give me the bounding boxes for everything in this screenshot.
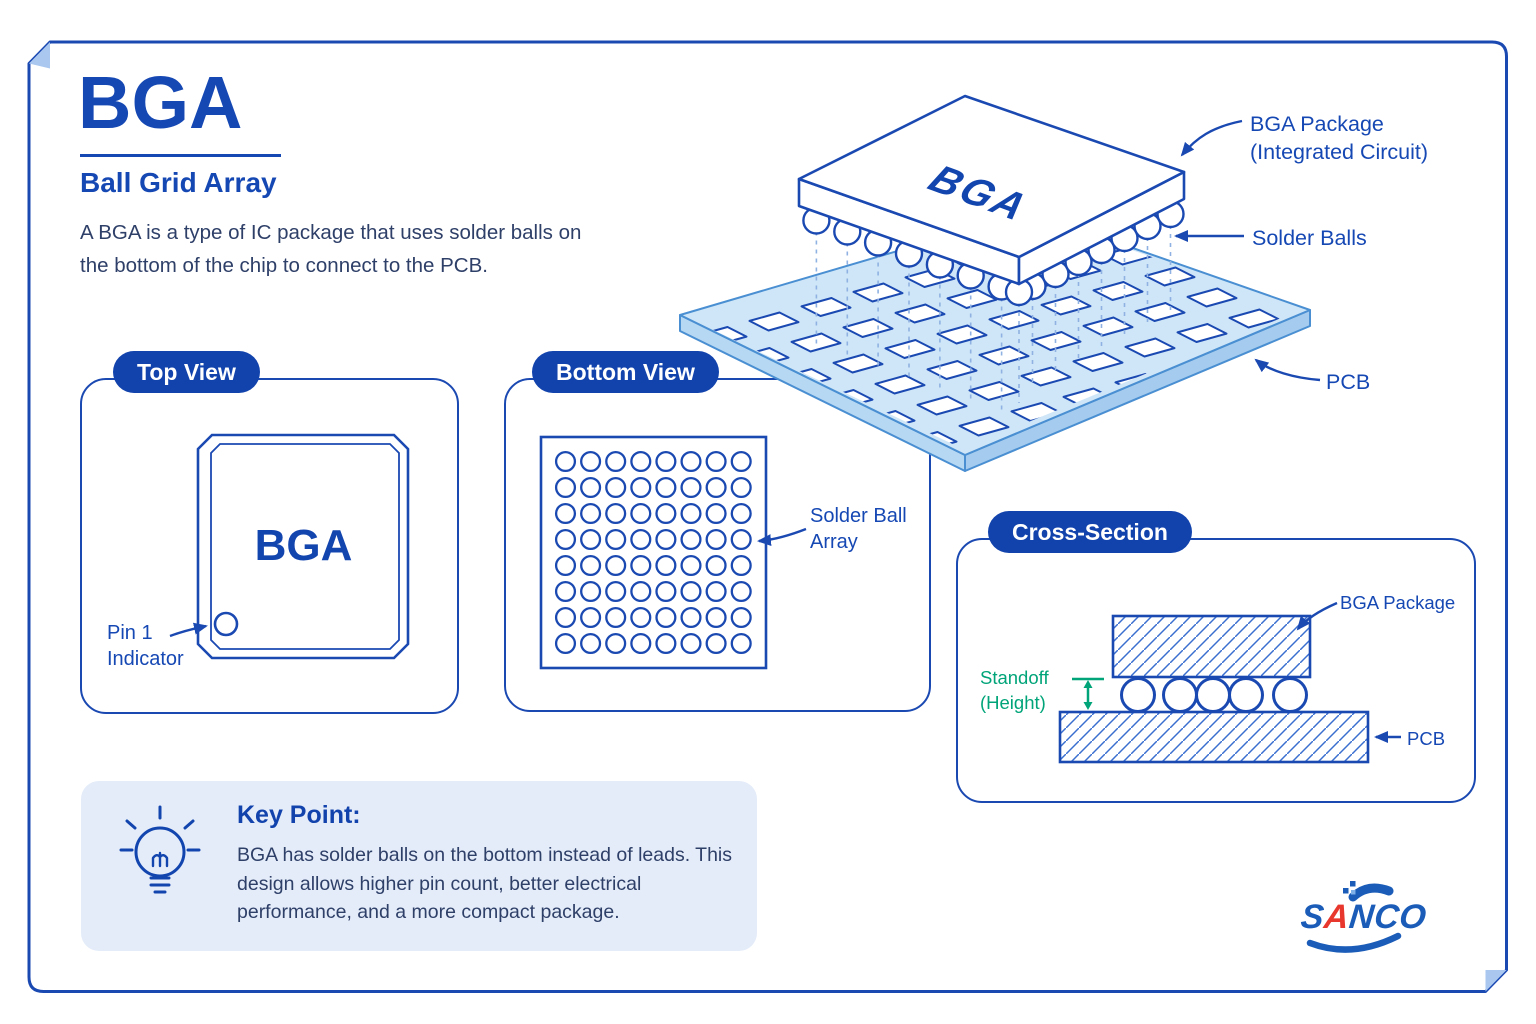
title-underline bbox=[80, 154, 281, 157]
hero-package-label: BGA Package (Integrated Circuit) bbox=[1250, 112, 1429, 165]
cross-section-badge: Cross-Section bbox=[988, 511, 1192, 553]
logo-wordmark: SANCO bbox=[1299, 898, 1428, 937]
solder-ball-array-label: Solder Ball Array bbox=[810, 505, 907, 554]
page-title: BGA bbox=[78, 61, 243, 144]
bottom-view-badge: Bottom View bbox=[532, 351, 719, 393]
key-point-body: BGA has solder balls on the bottom inste… bbox=[237, 844, 733, 924]
top-view-chip-label: BGA bbox=[254, 521, 353, 570]
fold-corner-top-left bbox=[29, 42, 50, 69]
logo-letters-nco: NCO bbox=[1347, 898, 1429, 936]
page-description: A BGA is a type of IC package that uses … bbox=[80, 221, 582, 277]
pin1-label: Pin 1 Indicator bbox=[107, 622, 184, 671]
key-point-heading: Key Point: bbox=[237, 801, 361, 829]
standoff-label: Standoff (Height) bbox=[980, 667, 1049, 713]
key-point-box bbox=[81, 781, 757, 951]
fold-corner-bottom-right bbox=[1485, 970, 1507, 992]
page-subtitle: Ball Grid Array bbox=[80, 167, 277, 198]
top-view-badge: Top View bbox=[113, 351, 260, 393]
hero-solder-balls-label: Solder Balls bbox=[1252, 226, 1367, 250]
cross-pcb-label: PCB bbox=[1407, 728, 1446, 749]
hero-pcb-label: PCB bbox=[1326, 370, 1371, 394]
cross-package-label: BGA Package bbox=[1340, 592, 1456, 613]
